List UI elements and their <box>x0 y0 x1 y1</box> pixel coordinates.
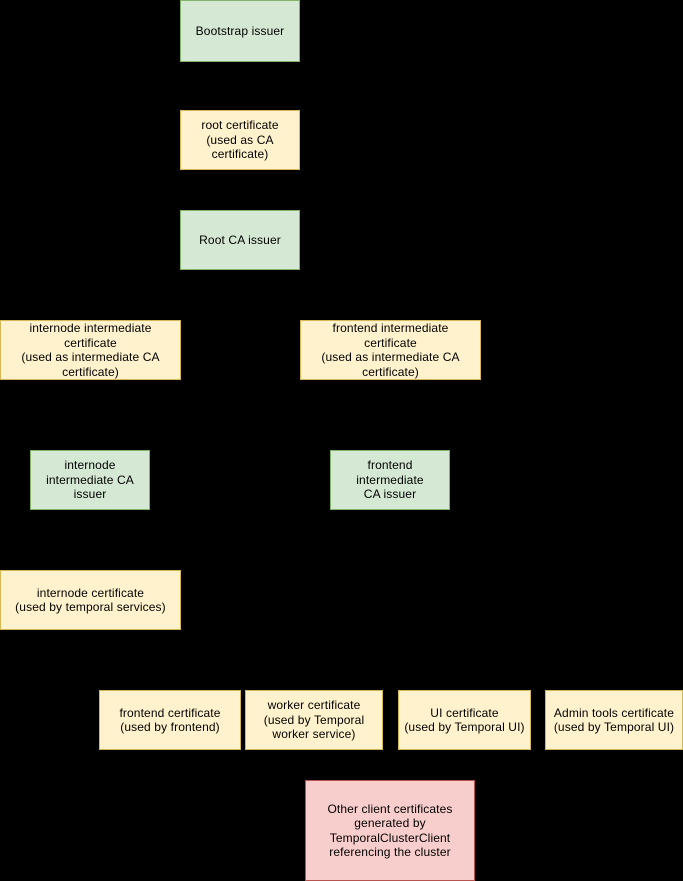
node-internode-certificate[interactable]: internode certificate (used by temporal … <box>0 570 181 630</box>
node-label: root certificate (used as CA certificate… <box>201 118 279 162</box>
node-label: Other client certificates generated by T… <box>327 801 453 860</box>
node-label: internode intermediate CA issuer <box>46 458 134 502</box>
node-label: frontend certificate (used by frontend) <box>119 705 221 735</box>
edge-frontend-issuer-to-admin-cert <box>389 510 615 690</box>
edge-root-ca-issuer-to-frontend-intermediate <box>239 270 391 320</box>
node-internode-intermediate-certificate[interactable]: internode intermediate certificate (used… <box>0 320 181 380</box>
node-bootstrap-issuer[interactable]: Bootstrap issuer <box>180 0 300 62</box>
node-root-certificate[interactable]: root certificate (used as CA certificate… <box>180 110 300 170</box>
edge-root-ca-issuer-to-internode-intermediate <box>89 270 241 320</box>
edge-frontend-issuer-to-worker-cert <box>313 510 391 690</box>
node-ui-certificate[interactable]: UI certificate (used by Temporal UI) <box>398 690 531 750</box>
node-admin-tools-certificate[interactable]: Admin tools certificate (used by Tempora… <box>545 690 683 750</box>
node-worker-certificate[interactable]: worker certificate (used by Temporal wor… <box>245 690 383 750</box>
node-label: Bootstrap issuer <box>195 23 285 38</box>
node-other-client-certificates[interactable]: Other client certificates generated by T… <box>305 780 475 881</box>
node-label: frontend intermediate certificate (used … <box>321 321 460 379</box>
node-label: internode certificate (used by temporal … <box>15 585 166 615</box>
edge-frontend-issuer-to-ui-cert <box>389 510 465 690</box>
node-frontend-intermediate-certificate[interactable]: frontend intermediate certificate (used … <box>300 320 481 380</box>
node-label: Root CA issuer <box>199 232 281 247</box>
node-label: frontend intermediate CA issuer <box>356 458 424 502</box>
node-internode-intermediate-ca-issuer[interactable]: internode intermediate CA issuer <box>30 450 150 510</box>
node-frontend-intermediate-ca-issuer[interactable]: frontend intermediate CA issuer <box>330 450 450 510</box>
node-root-ca-issuer[interactable]: Root CA issuer <box>180 210 300 270</box>
node-frontend-certificate[interactable]: frontend certificate (used by frontend) <box>99 690 241 750</box>
node-label: worker certificate (used by Temporal wor… <box>263 698 365 742</box>
node-label: internode intermediate certificate (used… <box>21 321 160 379</box>
node-label: Admin tools certificate (used by Tempora… <box>553 705 675 735</box>
edge-frontend-issuer-to-frontend-cert <box>169 510 391 690</box>
node-label: UI certificate (used by Temporal UI) <box>404 705 525 735</box>
